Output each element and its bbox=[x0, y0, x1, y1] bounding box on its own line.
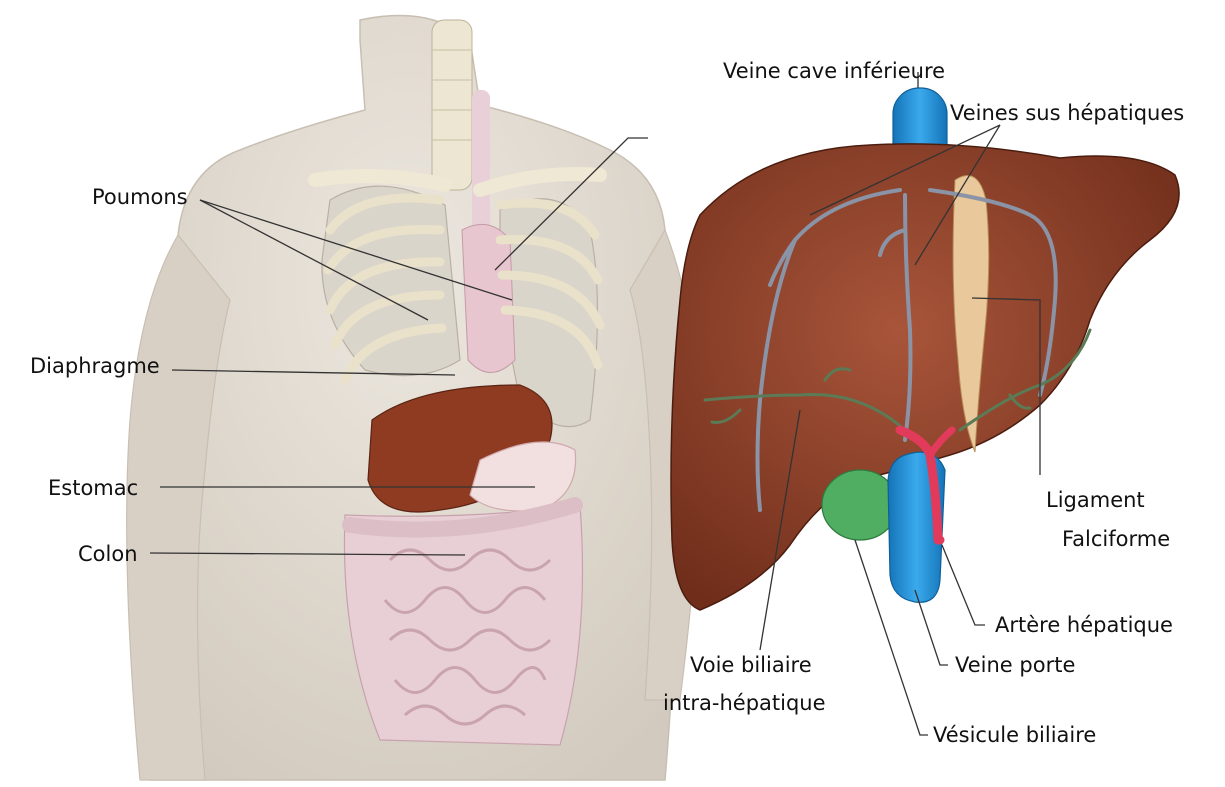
label-stomach: Estomac bbox=[48, 476, 138, 500]
label-bile-duct-1: Voie biliaire bbox=[690, 653, 812, 677]
intestines bbox=[344, 505, 582, 745]
label-hepatic-veins: Veines sus hépatiques bbox=[950, 101, 1184, 125]
label-gallbladder: Vésicule biliaire bbox=[933, 723, 1096, 747]
label-inferior-vena-cava: Veine cave inférieure bbox=[723, 59, 945, 83]
label-falciform-ligament-2: Falciforme bbox=[1062, 527, 1170, 551]
label-portal-vein: Veine porte bbox=[955, 653, 1075, 677]
torso-illustration bbox=[127, 16, 700, 781]
label-bile-duct-2: intra-hépatique bbox=[663, 691, 826, 715]
label-lungs: Poumons bbox=[92, 185, 188, 209]
gallbladder bbox=[822, 470, 898, 540]
label-diaphragm: Diaphragme bbox=[30, 354, 160, 378]
label-colon: Colon bbox=[78, 542, 138, 566]
label-hepatic-artery: Artère hépatique bbox=[995, 613, 1173, 637]
label-falciform-ligament-1: Ligament bbox=[1046, 488, 1145, 512]
